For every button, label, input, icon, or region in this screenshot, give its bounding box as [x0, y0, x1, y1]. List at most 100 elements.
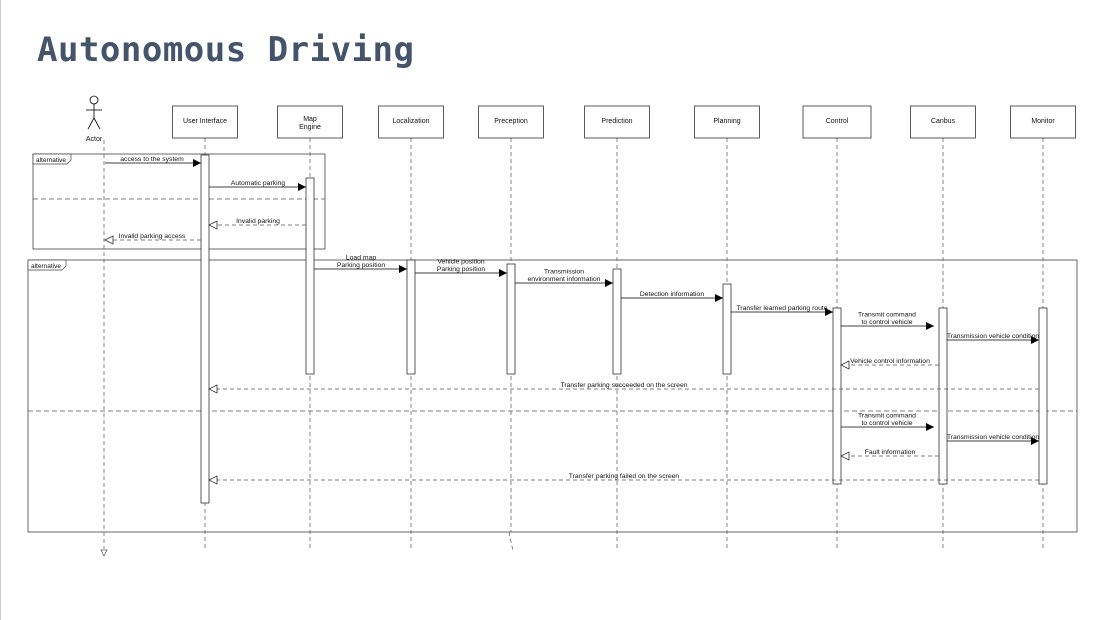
message-transfer-parking-failed-on-the-screen: Transfer parking failed on the screen — [208, 473, 1039, 485]
activation-bar-loc — [406, 259, 416, 375]
participant-box — [1010, 105, 1076, 139]
arrowhead-open — [840, 451, 850, 461]
message-label: Invalid parking access — [119, 233, 186, 240]
lifeline-end-marker — [100, 549, 108, 557]
message-label: Vehicle control information — [850, 358, 930, 365]
fragment-alternative-2: alternative — [27, 259, 1078, 533]
message-transmission-vehicle-condition: Transmission vehicle condition — [947, 434, 1040, 445]
arrowhead-filled — [926, 423, 934, 431]
arrowhead-open — [840, 360, 850, 370]
participant-mon: Monitor — [1010, 105, 1076, 139]
arrowhead-filled — [499, 269, 507, 277]
participant-box — [378, 105, 444, 139]
message-automatic-parking: Automatic parking — [209, 180, 306, 191]
lifeline-layer — [100, 138, 1044, 557]
participant-pred: Prediction — [584, 105, 650, 139]
message-label: Transfer parking failed on the screen — [569, 473, 680, 480]
message-detection-information: Detection information — [621, 291, 723, 302]
page-title: Autonomous Driving — [37, 30, 415, 70]
message-label: Transmission vehicle condition — [947, 434, 1040, 441]
message-label: Detection information — [640, 291, 704, 298]
participant-label: Canbus — [931, 118, 956, 125]
participant-box — [277, 105, 343, 139]
participant-plan: Planning — [694, 105, 760, 139]
activation-bar-pred — [612, 268, 622, 375]
message-access-to-the-system: access to the system — [105, 156, 201, 167]
fragment-alternative-1: alternative — [32, 153, 326, 250]
participant-label: Control — [826, 118, 849, 125]
arrowhead-open — [208, 475, 218, 485]
fragment-operator: alternative — [31, 263, 61, 270]
message-label: Fault information — [865, 449, 916, 456]
message-label: Transfer parking succeeded on the screen — [560, 382, 687, 389]
participant-box — [478, 105, 544, 139]
fragment-operator: alternative — [36, 157, 66, 164]
message-label: Automatic parking — [231, 180, 286, 187]
fragment-tab — [27, 259, 67, 271]
activation-layer — [200, 154, 1048, 504]
participant-box — [694, 105, 760, 139]
message-transfer-parking-succeeded-on-the-screen: Transfer parking succeeded on the screen — [208, 382, 1039, 394]
participant-canbus: Canbus — [910, 105, 976, 139]
participant-ui: User Interface — [172, 105, 238, 139]
arrowhead-filled — [715, 294, 723, 302]
arrowhead-filled — [1031, 437, 1039, 445]
message-transfer-learned-parking-route: Transfer learned parking route — [731, 305, 833, 316]
participant-box — [910, 105, 976, 139]
arrowhead-open — [208, 384, 218, 394]
participant-perc: Preception — [478, 105, 544, 139]
message-label: Transfer learned parking route — [736, 305, 827, 312]
fragment-frame — [27, 259, 1078, 533]
actor-label: Actor — [86, 136, 103, 143]
arrowhead-filled — [1031, 336, 1039, 344]
participant-label: Prediction — [601, 118, 632, 125]
arrowhead-filled — [825, 308, 833, 316]
participant-ctrl: Control — [802, 105, 872, 139]
participant-loc: Localization — [378, 105, 444, 139]
activation-bar-map — [305, 177, 315, 375]
activation-bar-plan — [722, 283, 732, 375]
arrowhead-filled — [605, 279, 613, 287]
activation-bar-ui — [200, 154, 210, 504]
participant-label: Preception — [494, 118, 528, 125]
activation-bar-perc — [506, 263, 516, 375]
participant-box — [172, 105, 238, 139]
participant-label: Monitor — [1031, 118, 1055, 125]
fragment-tab — [32, 153, 72, 165]
participant-box — [802, 105, 872, 139]
message-vehicle-control-information: Vehicle control information — [840, 358, 939, 370]
participant-label: Localization — [393, 118, 430, 125]
arrowhead-filled — [193, 159, 201, 167]
arrowhead-filled — [399, 265, 407, 273]
arrowhead-filled — [298, 183, 306, 191]
activation-bar-canbus — [938, 307, 948, 485]
page-edge — [0, 0, 1, 620]
message-transmission-vehicle-condition: Transmission vehicle condition — [947, 333, 1040, 344]
fragment-frame — [32, 153, 326, 250]
fragment-layer: alternative alternative — [27, 153, 1078, 533]
message-fault-information: Fault information — [840, 449, 939, 461]
participant-label: User Interface — [183, 118, 227, 125]
message-label: Transmission vehicle condition — [947, 333, 1040, 340]
participant-label: Planning — [713, 118, 740, 125]
message-invalid-parking: Invalid parking — [208, 218, 306, 230]
actor-figure: Actor — [86, 95, 103, 143]
participant-box — [584, 105, 650, 139]
message-invalid-parking-access: Invalid parking access — [104, 233, 201, 245]
message-label: access to the system — [120, 156, 184, 163]
